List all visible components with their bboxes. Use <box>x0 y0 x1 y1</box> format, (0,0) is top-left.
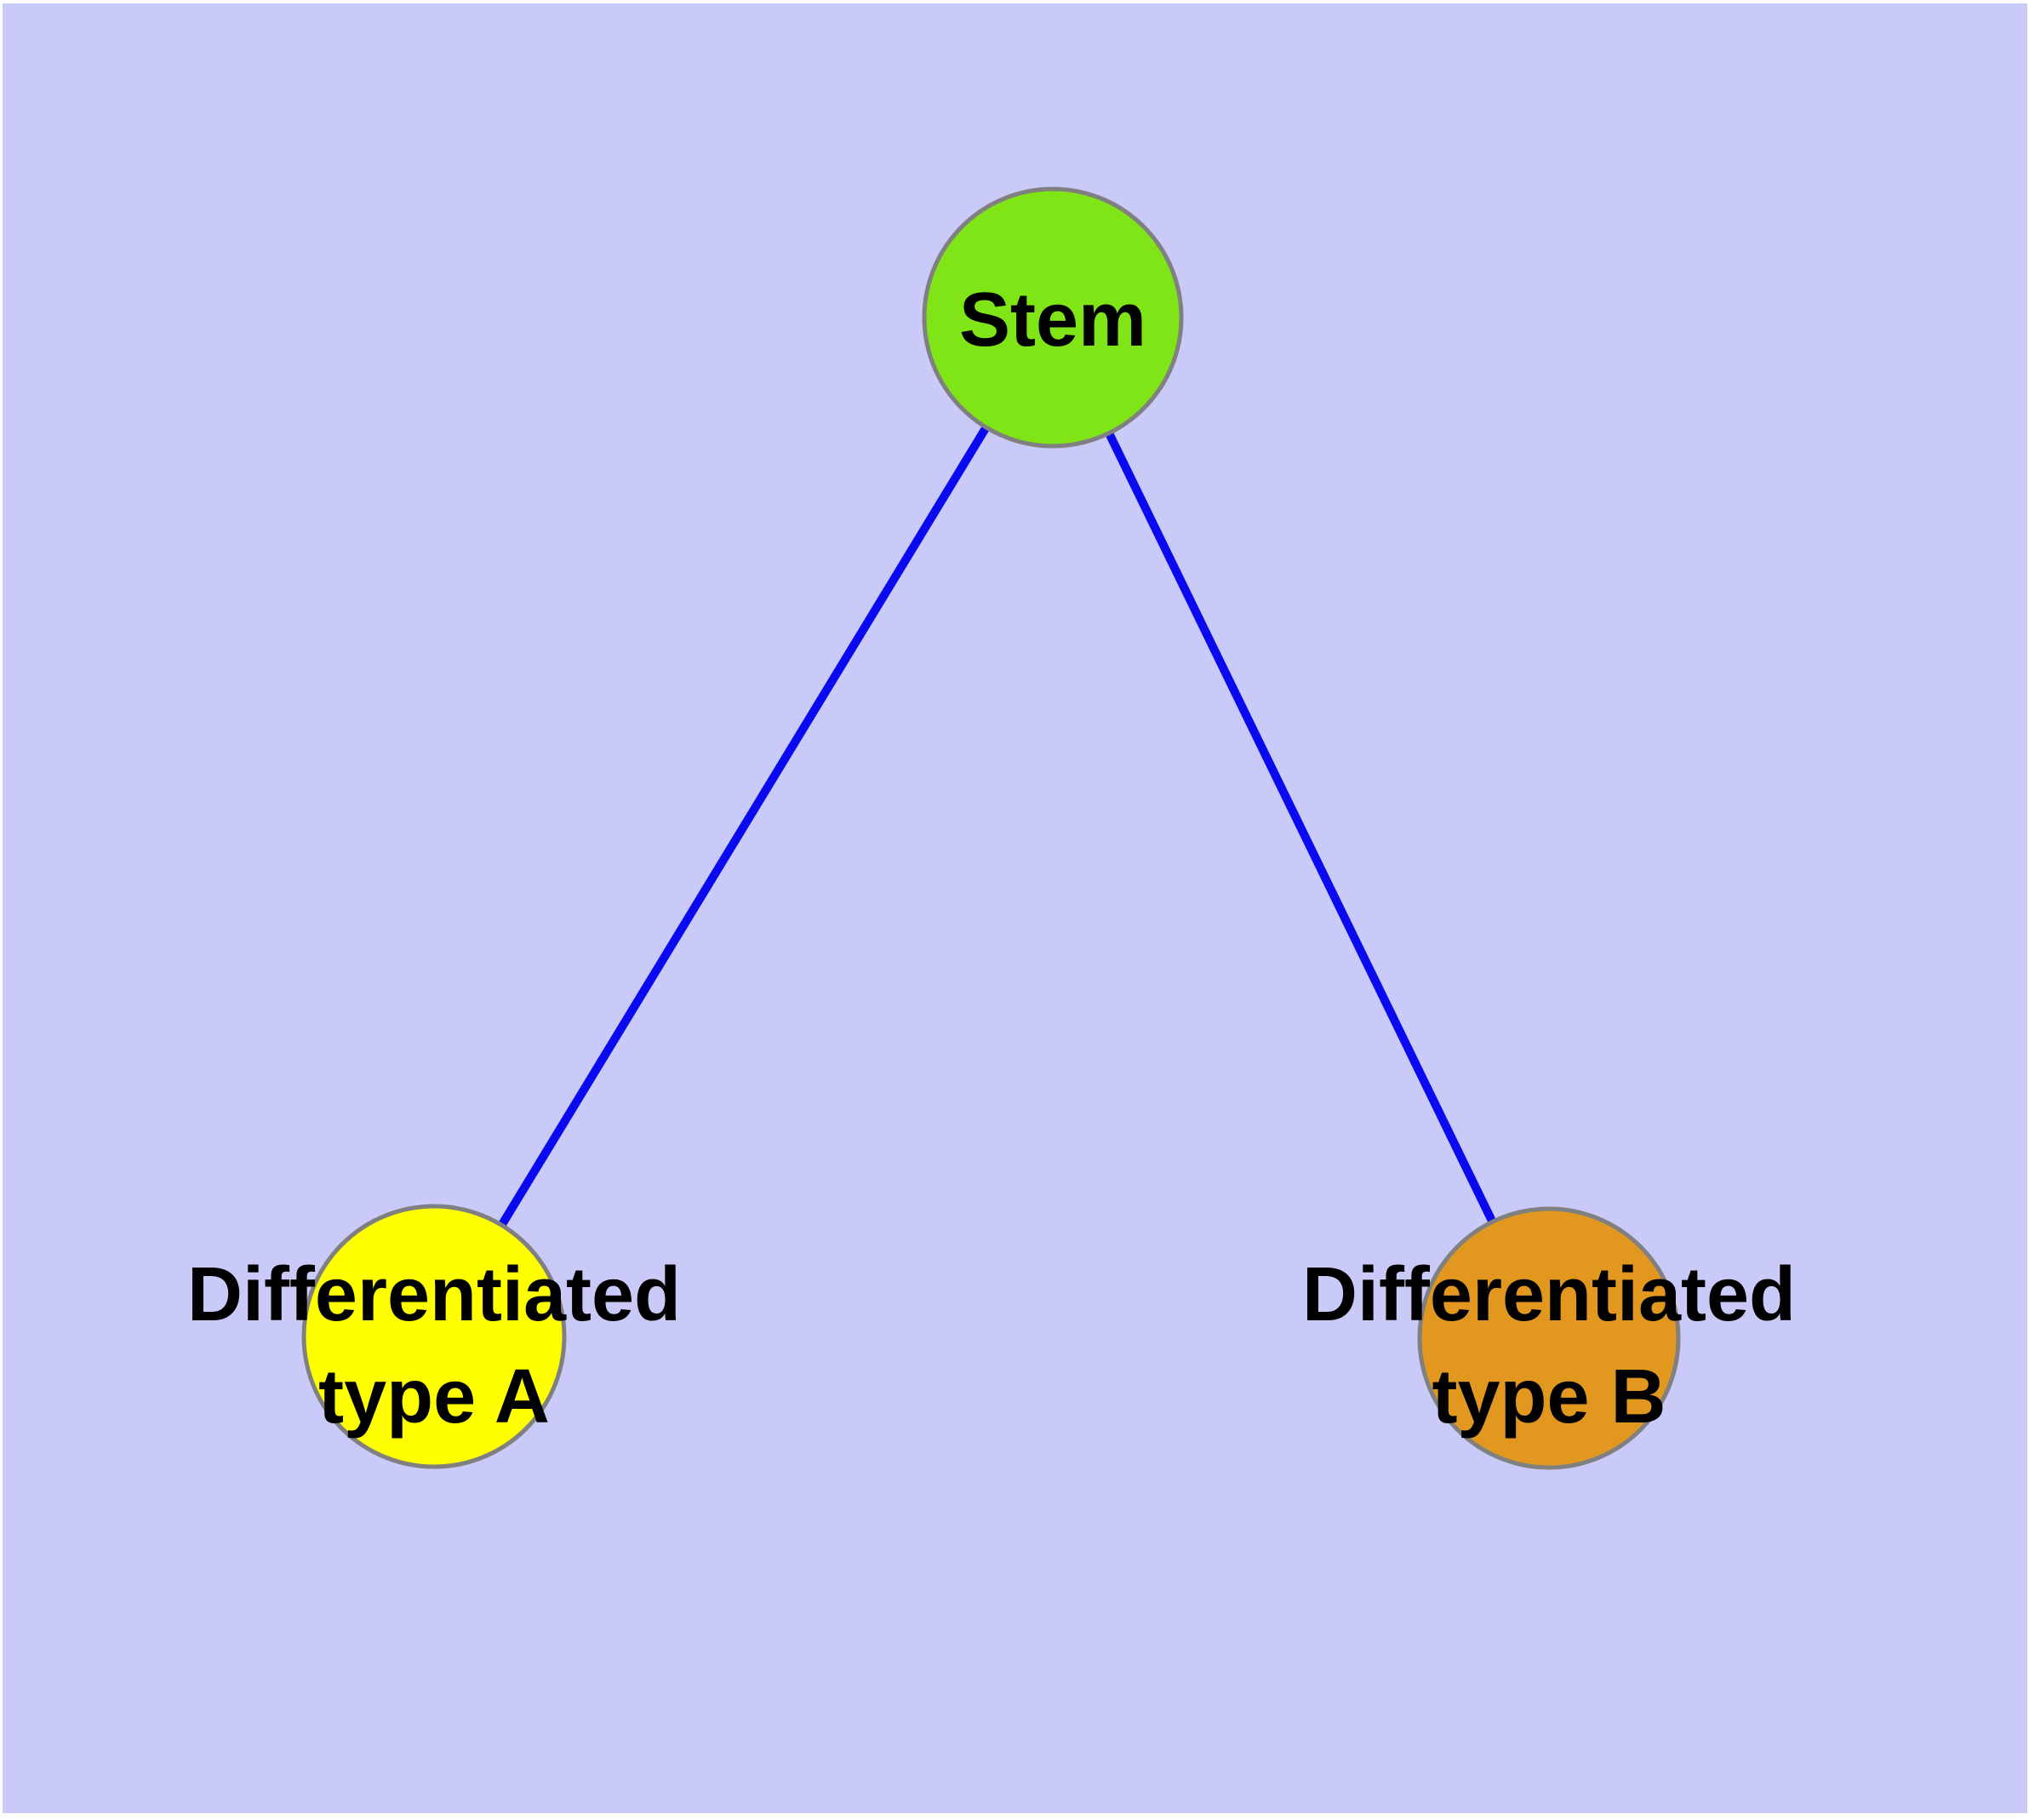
node-differentiated-type-a: Differentiated type A <box>187 1204 681 1469</box>
type-a-node-label-line1: Differentiated <box>187 1252 681 1337</box>
type-a-node-circle <box>301 1204 567 1469</box>
node-differentiated-type-b: Differentiated type B <box>1302 1206 1796 1470</box>
type-b-node-label-line1: Differentiated <box>1302 1252 1796 1337</box>
edge-stem-to-type-b <box>1049 315 1553 1341</box>
edge-stem-to-type-a <box>430 315 1057 1339</box>
node-stem: Stem <box>922 186 1184 449</box>
type-b-node-label-line2: type B <box>1432 1354 1666 1439</box>
stem-node-label: Stem <box>959 278 1146 363</box>
type-b-node-circle <box>1417 1206 1681 1470</box>
type-a-node-label-line2: type A <box>318 1354 550 1439</box>
stem-node-circle <box>922 186 1184 449</box>
